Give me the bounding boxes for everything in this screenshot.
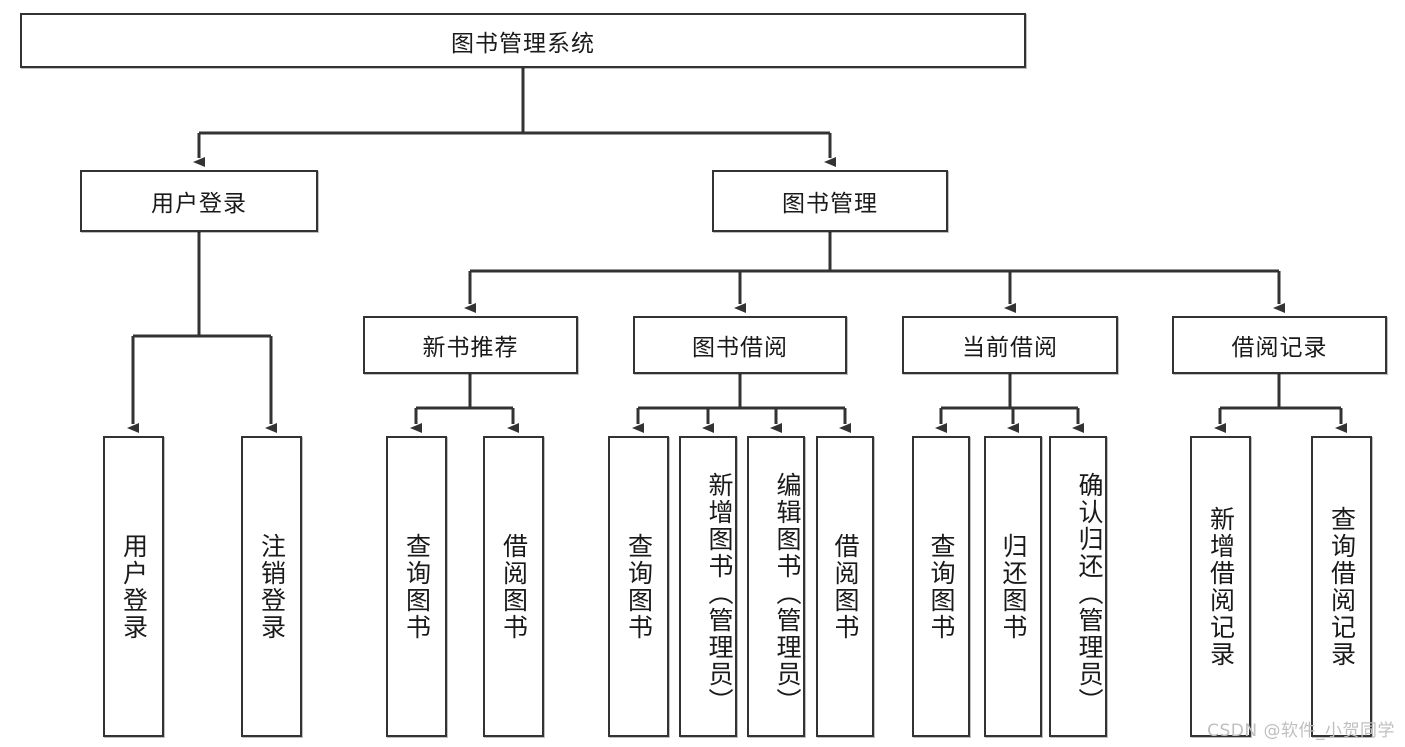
node-user-login-label: 用户登录 (151, 191, 247, 217)
leaf-query-book-borrow-label: 查询图书 (624, 532, 654, 641)
leaf-logout-label: 注销登录 (257, 532, 287, 641)
node-root-label: 图书管理系统 (451, 30, 595, 57)
node-new-book-recommend[interactable]: 新书推荐 (363, 316, 578, 374)
leaf-confirm-return-admin[interactable]: 确认归还（管理员） (1049, 436, 1107, 737)
node-user-login[interactable]: 用户登录 (80, 170, 318, 232)
leaf-confirm-return-admin-label: 确认归还（管理员） (1075, 472, 1104, 715)
leaf-edit-book-admin-label: 编辑图书（管理员） (773, 472, 802, 715)
leaf-add-book-admin[interactable]: 新增图书（管理员） (679, 436, 737, 737)
edge-group-user-login (127, 232, 277, 433)
leaf-add-borrow-record-label: 新增借阅记录 (1206, 505, 1236, 668)
leaf-borrow-book-recommend-label: 借阅图书 (499, 532, 529, 641)
leaf-add-borrow-record[interactable]: 新增借阅记录 (1190, 436, 1251, 737)
leaf-query-book-current[interactable]: 查询图书 (912, 436, 970, 737)
edge-group-new-book (410, 374, 519, 433)
leaf-return-book-label: 归还图书 (999, 532, 1028, 641)
leaf-query-borrow-record-label: 查询借阅记录 (1327, 505, 1357, 668)
node-borrow-record[interactable]: 借阅记录 (1172, 316, 1387, 374)
leaf-borrow-book[interactable]: 借阅图书 (816, 436, 874, 737)
node-current-borrow-label: 当前借阅 (962, 335, 1058, 361)
leaf-edit-book-admin[interactable]: 编辑图书（管理员） (747, 436, 805, 737)
leaf-query-book-recommend-label: 查询图书 (402, 532, 432, 641)
leaf-borrow-book-label: 借阅图书 (831, 532, 860, 641)
node-book-borrow[interactable]: 图书借阅 (633, 316, 847, 374)
leaf-query-book-recommend[interactable]: 查询图书 (386, 436, 447, 737)
leaf-query-borrow-record[interactable]: 查询借阅记录 (1311, 436, 1372, 737)
node-book-management[interactable]: 图书管理 (712, 170, 948, 232)
edge-group-current-borrow (935, 374, 1084, 433)
edge-group-borrow-record (1214, 374, 1347, 433)
leaf-query-book-borrow[interactable]: 查询图书 (608, 436, 669, 737)
node-new-book-recommend-label: 新书推荐 (422, 335, 519, 361)
leaf-user-login-label: 用户登录 (119, 532, 149, 641)
leaf-logout[interactable]: 注销登录 (241, 436, 302, 737)
node-root[interactable]: 图书管理系统 (20, 13, 1026, 68)
leaf-user-login[interactable]: 用户登录 (103, 436, 164, 737)
edge-group-book-borrow (632, 374, 851, 433)
leaf-return-book[interactable]: 归还图书 (984, 436, 1042, 737)
node-borrow-record-label: 借阅记录 (1231, 335, 1328, 361)
edge-group-book-manage (464, 232, 1285, 313)
node-book-borrow-label: 图书借阅 (692, 335, 788, 361)
leaf-borrow-book-recommend[interactable]: 借阅图书 (483, 436, 544, 737)
node-current-borrow[interactable]: 当前借阅 (902, 316, 1118, 374)
leaf-query-book-current-label: 查询图书 (927, 532, 956, 641)
edge-group-root (193, 68, 836, 167)
leaf-add-book-admin-label: 新增图书（管理员） (705, 472, 734, 715)
node-book-management-label: 图书管理 (782, 191, 878, 217)
